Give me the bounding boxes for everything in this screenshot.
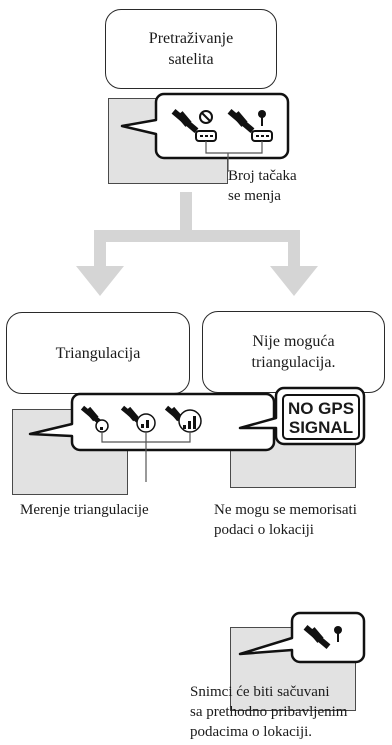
step-box-triangulation: Triangulacija [6, 312, 190, 394]
satellite-pin-icon [227, 109, 266, 133]
flow-arrow [76, 192, 318, 296]
step-label-satellite-search: Pretraživanje satelita [148, 30, 234, 68]
satellite-medium-signal-icon [120, 405, 156, 433]
step-label-no-triangulation: Nije moguća triangulacija. [251, 333, 336, 371]
label-points-change: Broj tačaka se menja [228, 168, 297, 204]
step-box-satellite-search: Pretraživanje satelita [105, 9, 277, 89]
callout-saved [238, 611, 366, 664]
label-saved-with-previous-location: Snimci će biti sačuvani sa prethodno pri… [190, 684, 348, 740]
satellite-searching-icon [171, 109, 213, 133]
label-cannot-store-location: Ne mogu se memorisati podaci o lokaciji [214, 502, 357, 538]
leader-triangulation [101, 432, 191, 482]
no-gps-signal-display: NO GPS SIGNAL [282, 394, 360, 440]
satellite-pin-icon [303, 625, 342, 649]
leader-points-change [205, 141, 263, 172]
label-measuring-triangulation: Merenje triangulacije [20, 502, 149, 518]
step-label-triangulation: Triangulacija [55, 344, 141, 362]
satellite-weak-signal-icon [80, 405, 109, 433]
satellite-strong-signal-icon [164, 405, 202, 433]
callout-search [120, 92, 290, 160]
